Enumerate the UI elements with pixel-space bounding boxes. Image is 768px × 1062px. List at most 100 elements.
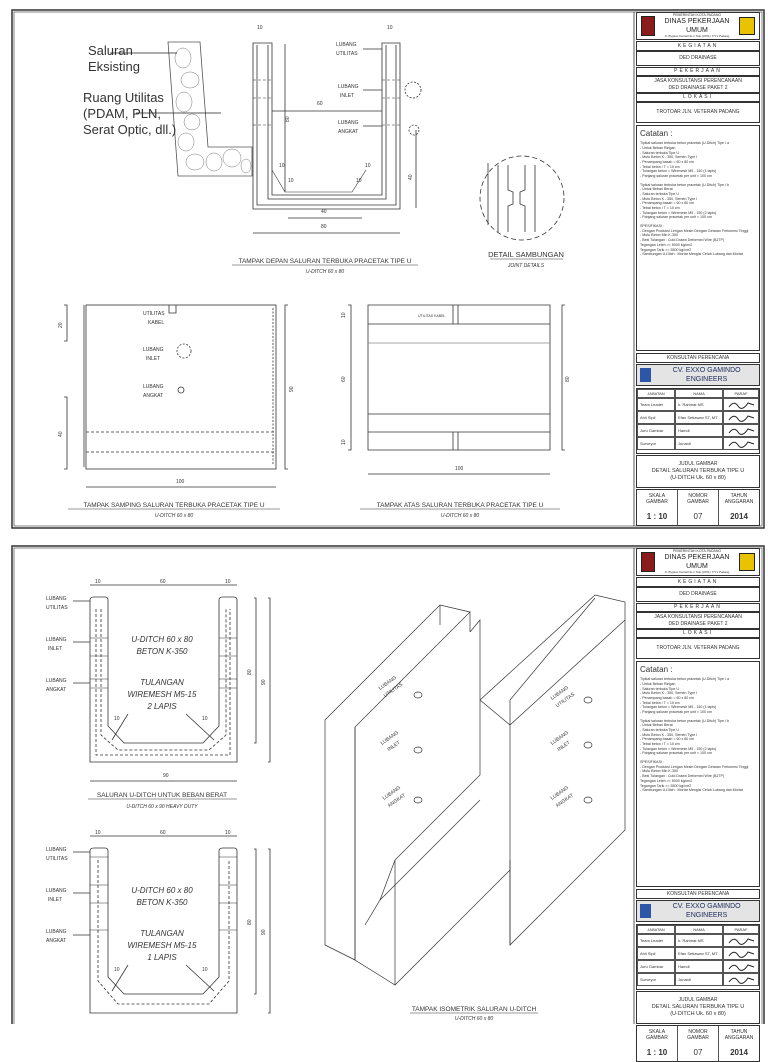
lbl-angkat: ANGKAT: [143, 393, 163, 399]
note-line: - Untuk Beban Berat: [640, 187, 673, 192]
pekerjaan-value: JASA KONSULTANSI PERENCANAAN DED DRAINAS…: [636, 76, 760, 93]
lbl-ditch: U-DITCH 60 x 80: [131, 886, 193, 895]
note-line: - Besi Tulangan : Cold Drawn Deformed Wi…: [640, 774, 725, 779]
note-line: - Mutu Beton K - 350, Semen Type I: [640, 155, 698, 160]
dim: 60: [341, 376, 347, 382]
lbl-inlet: INLET: [48, 897, 62, 903]
dim: 80: [321, 224, 327, 230]
consultant-logo-icon: [640, 904, 652, 918]
note-line: - Panjang saluran pracetak per unit = 10…: [640, 174, 712, 179]
dim: 10: [95, 830, 101, 836]
lbl-lubang: LUBANG: [143, 384, 164, 390]
dim: 20: [58, 322, 64, 328]
note-line: - Mutu Beton Min K-350: [640, 769, 678, 774]
sheet2-section-labels: LUBANG UTILITAS LUBANG INLET LUBANG ANGK…: [46, 579, 267, 973]
year-value: 2014: [730, 1047, 748, 1057]
lbl-wiremesh: WIREMESH M5-15: [128, 690, 197, 699]
staff-header: JABATAN: [637, 389, 675, 398]
number-label: NOMOR: [688, 492, 708, 499]
label-existing-2: Eksisting: [88, 59, 140, 74]
lbl-utilitas-kabel: UTILITAS KABEL: [418, 314, 445, 318]
dim: 10: [114, 967, 120, 973]
staff-name: Hamdi: [675, 424, 723, 437]
agency-name: DINAS PEKERJAAN UMUM: [664, 18, 730, 35]
drawing-canvas: Saluran Eksisting Ruang Utilitas (PDAM, …: [11, 9, 765, 1024]
signature-icon: [723, 973, 759, 986]
pekerjaan-label: PEKERJAAN: [636, 67, 760, 76]
side-view-title: TAMPAK SAMPING SALURAN TERBUKA PRACETAK …: [83, 502, 264, 509]
staff-role: Surveyor: [637, 437, 675, 450]
number-value: 07: [693, 1047, 703, 1057]
note-line: Tegangan Leleh >= 5000 kg/cm2: [640, 778, 693, 783]
note-line: - Mutu Beton K - 350, Semen Type I: [640, 196, 698, 201]
front-view-drawing: [110, 41, 422, 266]
dim: 80: [565, 376, 571, 382]
dim: 10: [365, 163, 371, 169]
note-line: - Besi Tulangan : Cold Drawn Deformed Wi…: [640, 238, 725, 243]
note-line: - Tulangan beton = Wiremesh M5 - 150 (2 …: [640, 210, 717, 215]
top-view-drawing: [348, 304, 565, 510]
agency-header: PEMERINTAH KOTA PADANG DINAS PEKERJAAN U…: [636, 12, 760, 40]
lbl-beton: BETON K-350: [137, 898, 189, 907]
staff-role: Team Leader: [637, 398, 675, 411]
lbl-utilitas: UTILITAS: [46, 605, 68, 611]
lbl-lubang: LUBANG: [46, 847, 67, 853]
sheet1-inner-border: [13, 11, 763, 527]
note-line: - Saluran terbuka Tipe U: [640, 150, 679, 155]
note-line: - Mutu Beton K - 350, Semen Type I: [640, 732, 698, 737]
top-view-title: TAMPAK ATAS SALURAN TERBUKA PRACETAK TIP…: [377, 502, 544, 509]
signature-icon: [723, 947, 759, 960]
dim: 40: [321, 209, 327, 215]
note-line: - Tulangan beton = Wiremesh M5 - 150 (1 …: [640, 705, 717, 710]
staff-header: JABATAN: [637, 925, 675, 934]
note-line: Tegangan Leleh >= 5000 kg/cm2: [640, 242, 693, 247]
lbl-angkat: ANGKAT: [46, 687, 66, 693]
note-line: - Dengan Produksi Lengan Mesin Dengan Ge…: [640, 228, 749, 233]
signature-icon: [723, 934, 759, 947]
consultant-name: CV. EXXO GAMINDO ENGINEERS: [672, 366, 741, 383]
dim: 60: [317, 101, 323, 107]
signature-icon: [723, 398, 759, 411]
dim: 80: [247, 669, 253, 675]
lbl-lubang: LUBANG: [46, 637, 67, 643]
note-line: - Tebal beton / T = 10 cm: [640, 742, 680, 747]
label-utility-1: Ruang Utilitas: [83, 90, 164, 105]
sheet2-inner-border: [13, 547, 763, 1024]
staff-name: Junaidi: [675, 437, 723, 450]
signature-icon: [723, 437, 759, 450]
staff-role: Surveyor: [637, 973, 675, 986]
front-view-labels: Saluran Eksisting Ruang Utilitas (PDAM, …: [83, 43, 176, 137]
number-label-2: GAMBAR: [687, 499, 709, 506]
lbl-lubang: LUBANG: [46, 888, 67, 894]
dim: 90: [261, 929, 267, 935]
scale-label-2: GAMBAR: [646, 499, 668, 506]
rock-wall: [167, 41, 253, 177]
agency-name: DINAS PEKERJAAN UMUM: [664, 554, 730, 571]
pekerjaan-label: PEKERJAAN: [636, 603, 760, 612]
note-line: - Panjang saluran pracetak per unit = 10…: [640, 710, 712, 715]
year-value: 2014: [730, 511, 748, 521]
staff-name: Ir. Rahmat MS: [675, 398, 723, 411]
isometric-title: TAMPAK ISOMETRIK SALURAN U-DITCH: [412, 1006, 537, 1013]
staff-name: Hamdi: [675, 960, 723, 973]
heavy-duty-title: SALURAN U-DITCH UNTUK BEBAN BERAT: [97, 792, 227, 799]
signature-icon: [723, 411, 759, 424]
lbl-lubang: LUBANG: [46, 678, 67, 684]
staff-role: Ahli Sipil: [637, 947, 675, 960]
dim: 10: [225, 579, 231, 585]
dim: 80: [285, 116, 291, 122]
kegiatan-value: DED DRAINASE: [636, 587, 760, 602]
note-line: Tipikal saluran terbuka beton pracetak (…: [640, 182, 729, 187]
dim: 60: [160, 830, 166, 836]
scale-value: 1 : 10: [646, 1047, 668, 1057]
joint-subtitle: JOINT DETAILS: [507, 263, 545, 269]
consultant-logo-icon: [640, 368, 652, 382]
lbl-inlet: INLET: [48, 646, 62, 652]
note-line: - Saluran terbuka Tipe U: [640, 686, 679, 691]
